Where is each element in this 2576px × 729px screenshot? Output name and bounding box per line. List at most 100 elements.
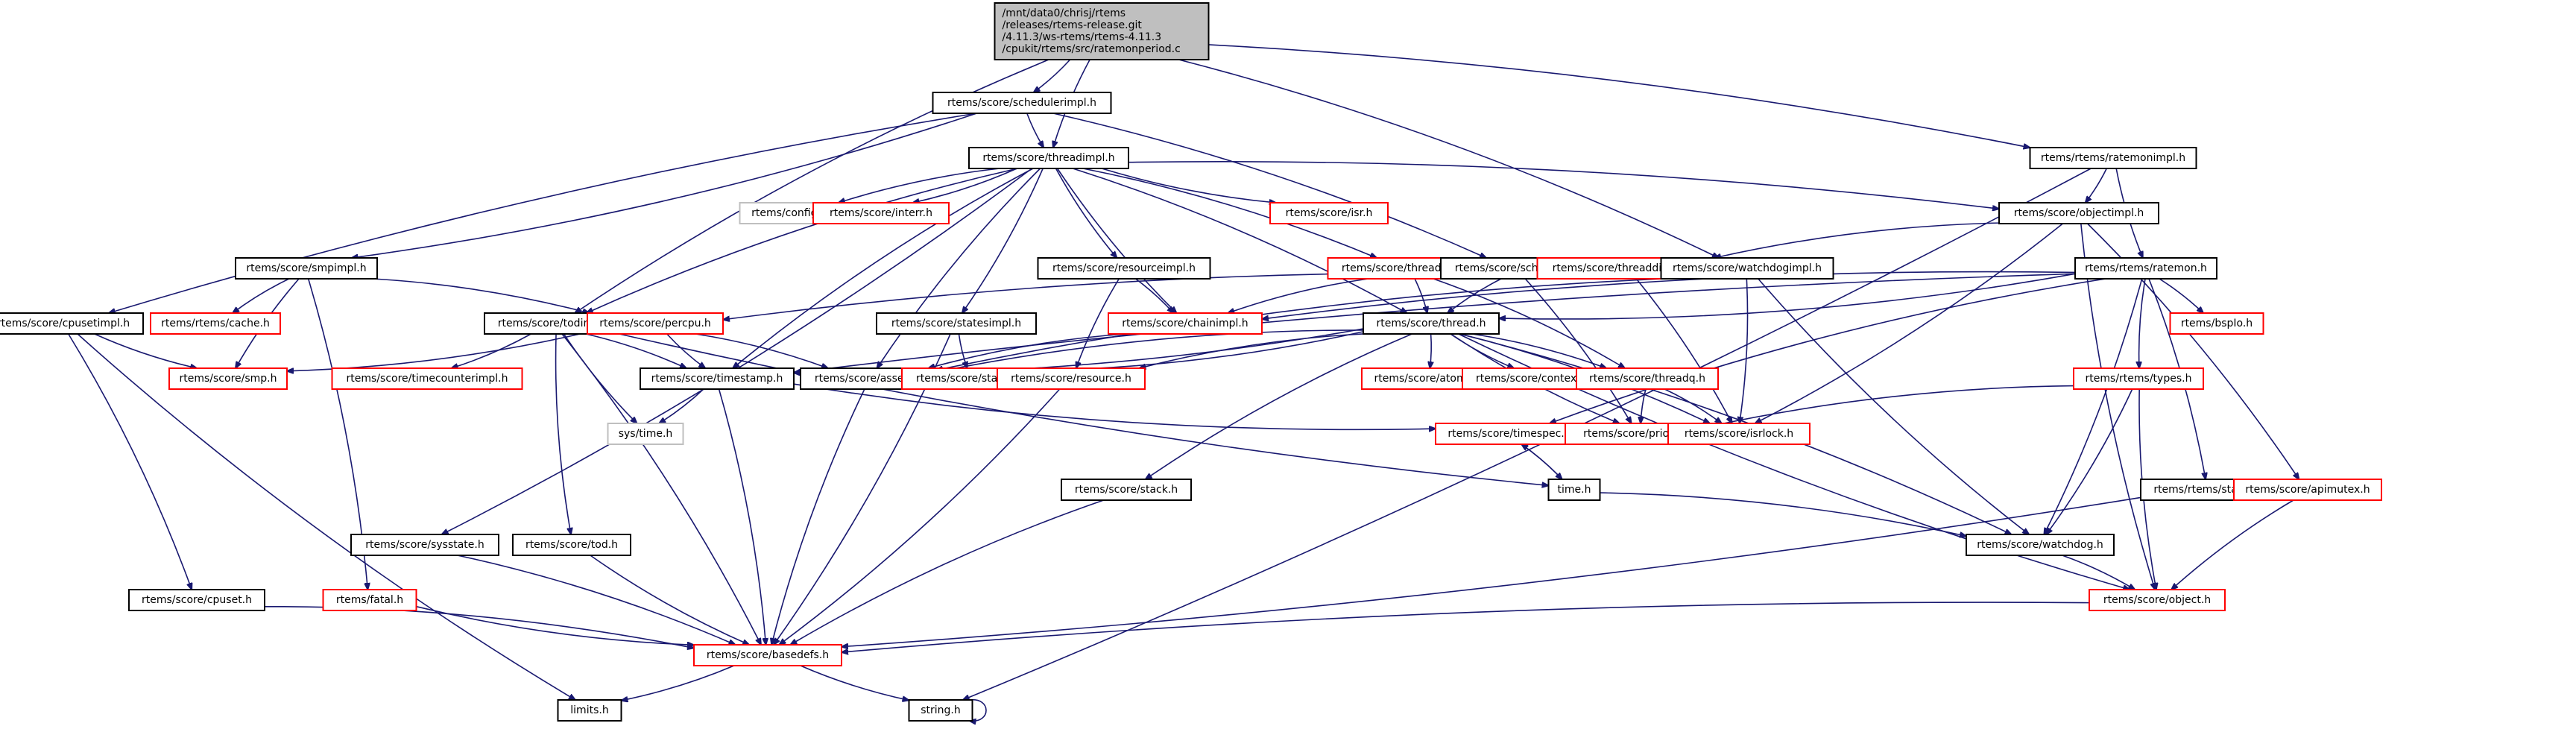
edge-timestamp-to-timespec	[793, 383, 1436, 429]
edge-timespec-to-timeh	[1521, 444, 1562, 479]
graph-node-stack[interactable]: rtems/score/stack.h	[1061, 479, 1192, 501]
graph-node-threadimpl[interactable]: rtems/score/threadimpl.h	[968, 147, 1129, 169]
edge-ratemon-to-bspio	[2159, 278, 2203, 313]
node-box	[2073, 367, 2204, 390]
edge-fatal-to-basedefs	[416, 605, 695, 646]
edge-apimutex-to-object	[2171, 499, 2294, 590]
node-box	[150, 312, 281, 335]
edge-watchdogimpl-to-isrlock	[1740, 278, 1749, 423]
edge-ratemonimpl-to-string	[963, 168, 2092, 700]
graph-node-smp[interactable]: rtems/score/smp.h	[168, 367, 288, 390]
graph-node-resourceimpl[interactable]: rtems/score/resourceimpl.h	[1037, 257, 1211, 280]
graph-node-smpimpl[interactable]: rtems/score/smpimpl.h	[235, 257, 378, 280]
graph-node-percpu[interactable]: rtems/score/percpu.h	[587, 312, 724, 335]
edge-ratemon-to-types	[2139, 278, 2146, 368]
node-box	[350, 534, 499, 556]
node-box	[1966, 534, 2115, 556]
edge-threadimpl-to-objectimpl	[1128, 160, 1999, 209]
edge-thread-to-assert	[936, 329, 1364, 372]
node-label: rtems/score/interr.h	[830, 207, 932, 219]
graph-node-tod[interactable]: rtems/score/tod.h	[512, 534, 631, 556]
nodes-layer: /mnt/data0/chrisj/rtems/releases/rtems-r…	[0, 2, 2382, 722]
graph-node-object[interactable]: rtems/score/object.h	[2089, 589, 2226, 611]
graph-node-fatal[interactable]: rtems/fatal.h	[322, 589, 417, 611]
node-label: rtems/score/percpu.h	[599, 318, 711, 329]
graph-node-ratemon[interactable]: rtems/rtems/ratemon.h	[2074, 257, 2217, 280]
node-box	[512, 534, 631, 556]
edge-todimpl-to-timeh	[619, 333, 1549, 485]
edge-threadimpl-to-thread	[1073, 168, 1407, 313]
node-label: rtems/score/priority.h	[1583, 428, 1695, 440]
node-label: rtems/score/states.h	[916, 373, 1023, 385]
node-box	[2089, 589, 2226, 611]
edge-sysstate-to-basedefs	[457, 555, 736, 645]
graph-node-cpusetimpl[interactable]: rtems/score/cpusetimpl.h	[0, 312, 144, 335]
graph-node-bspio[interactable]: rtems/bspIo.h	[2169, 312, 2264, 335]
graph-node-sysstate[interactable]: rtems/score/sysstate.h	[350, 534, 499, 556]
graph-node-limits[interactable]: limits.h	[557, 699, 622, 722]
edge-threadimpl-to-chainimpl	[1056, 168, 1177, 313]
graph-node-timespec[interactable]: rtems/score/timespec.h	[1435, 423, 1584, 445]
edge-smpimpl-to-percpu	[372, 278, 590, 313]
edge-threadimpl-to-interr	[913, 168, 1017, 203]
graph-node-interr[interactable]: rtems/score/interr.h	[812, 202, 950, 224]
graph-node-types[interactable]: rtems/rtems/types.h	[2073, 367, 2204, 390]
edge-percpu-to-assert	[695, 333, 828, 368]
edge-objectimpl-to-isrlock	[1755, 223, 2063, 423]
graph-node-threadq[interactable]: rtems/score/threadq.h	[1576, 367, 1719, 390]
edge-status-to-basedefs	[842, 496, 2141, 646]
graph-node-timestamp[interactable]: rtems/score/timestamp.h	[640, 367, 795, 390]
node-box	[128, 589, 265, 611]
node-box	[968, 147, 1129, 169]
node-label: rtems/score/objectimpl.h	[2014, 207, 2144, 219]
edge-string-to-string	[970, 699, 987, 722]
edge-root-to-ratemonimpl	[1208, 44, 2030, 148]
graph-node-objectimpl[interactable]: rtems/score/objectimpl.h	[1998, 202, 2159, 224]
graph-node-schedulerimpl[interactable]: rtems/score/schedulerimpl.h	[932, 92, 1112, 114]
graph-node-watchdogimpl[interactable]: rtems/score/watchdogimpl.h	[1660, 257, 1834, 280]
node-label: rtems/score/schedulerimpl.h	[947, 97, 1096, 109]
node-label: rtems/score/statesimpl.h	[891, 318, 1021, 329]
graph-node-cache[interactable]: rtems/rtems/cache.h	[150, 312, 281, 335]
edge-stack-to-basedefs	[790, 499, 1104, 645]
edge-threadimpl-to-sysstate	[442, 168, 1032, 534]
graph-node-cpuset[interactable]: rtems/score/cpuset.h	[128, 589, 265, 611]
graph-node-watchdog[interactable]: rtems/score/watchdog.h	[1966, 534, 2115, 556]
edge-threaddispatch-to-isrlock	[1635, 278, 1731, 423]
node-label: rtems/rtems/ratemon.h	[2085, 262, 2207, 274]
node-label: string.h	[921, 704, 961, 716]
graph-node-apimutex[interactable]: rtems/score/apimutex.h	[2233, 479, 2382, 501]
graph-node-systime[interactable]: sys/time.h	[607, 423, 684, 445]
node-box	[1667, 423, 1811, 445]
node-box	[1660, 257, 1834, 280]
graph-node-string[interactable]: string.h	[908, 699, 973, 722]
edge-watchdog-to-object	[2062, 555, 2135, 590]
edge-scheduler-to-thread	[1448, 278, 1502, 313]
node-box	[1547, 479, 1601, 501]
graph-node-resource[interactable]: rtems/score/resource.h	[997, 367, 1146, 390]
graph-node-basedefs[interactable]: rtems/score/basedefs.h	[693, 644, 842, 666]
graph-node-isrlock[interactable]: rtems/score/isrlock.h	[1667, 423, 1811, 445]
graph-node-chainimpl[interactable]: rtems/score/chainimpl.h	[1108, 312, 1263, 335]
graph-node-thread[interactable]: rtems/score/thread.h	[1363, 312, 1500, 335]
edge-todimpl-to-timestamp	[585, 333, 686, 368]
node-label: time.h	[1558, 484, 1591, 496]
graph-node-timecounterimpl[interactable]: rtems/score/timecounterimpl.h	[331, 367, 523, 390]
edge-threadimpl-to-statesimpl	[962, 168, 1044, 313]
node-label: rtems/score/isr.h	[1286, 207, 1373, 219]
edge-resource-to-basedefs	[779, 388, 1061, 645]
node-label: /releases/rtems-release.git	[1003, 19, 1143, 31]
node-label: rtems/config.h	[751, 207, 827, 219]
edge-ratemonimpl-to-objectimpl	[2086, 168, 2108, 203]
graph-node-ratemonimpl[interactable]: rtems/rtems/ratemonimpl.h	[2029, 147, 2197, 169]
graph-node-root[interactable]: /mnt/data0/chrisj/rtems/releases/rtems-r…	[994, 2, 1210, 60]
graph-node-statesimpl[interactable]: rtems/score/statesimpl.h	[876, 312, 1037, 335]
edge-threadimpl-to-todimpl	[587, 168, 1018, 313]
edge-types-to-priority	[1713, 385, 2074, 426]
node-box	[235, 257, 378, 280]
edge-threadimpl-to-config	[839, 168, 1000, 203]
node-label: rtems/score/context.h	[1476, 373, 1591, 385]
graph-node-timeh[interactable]: time.h	[1547, 479, 1601, 501]
graph-node-isr[interactable]: rtems/score/isr.h	[1269, 202, 1389, 224]
